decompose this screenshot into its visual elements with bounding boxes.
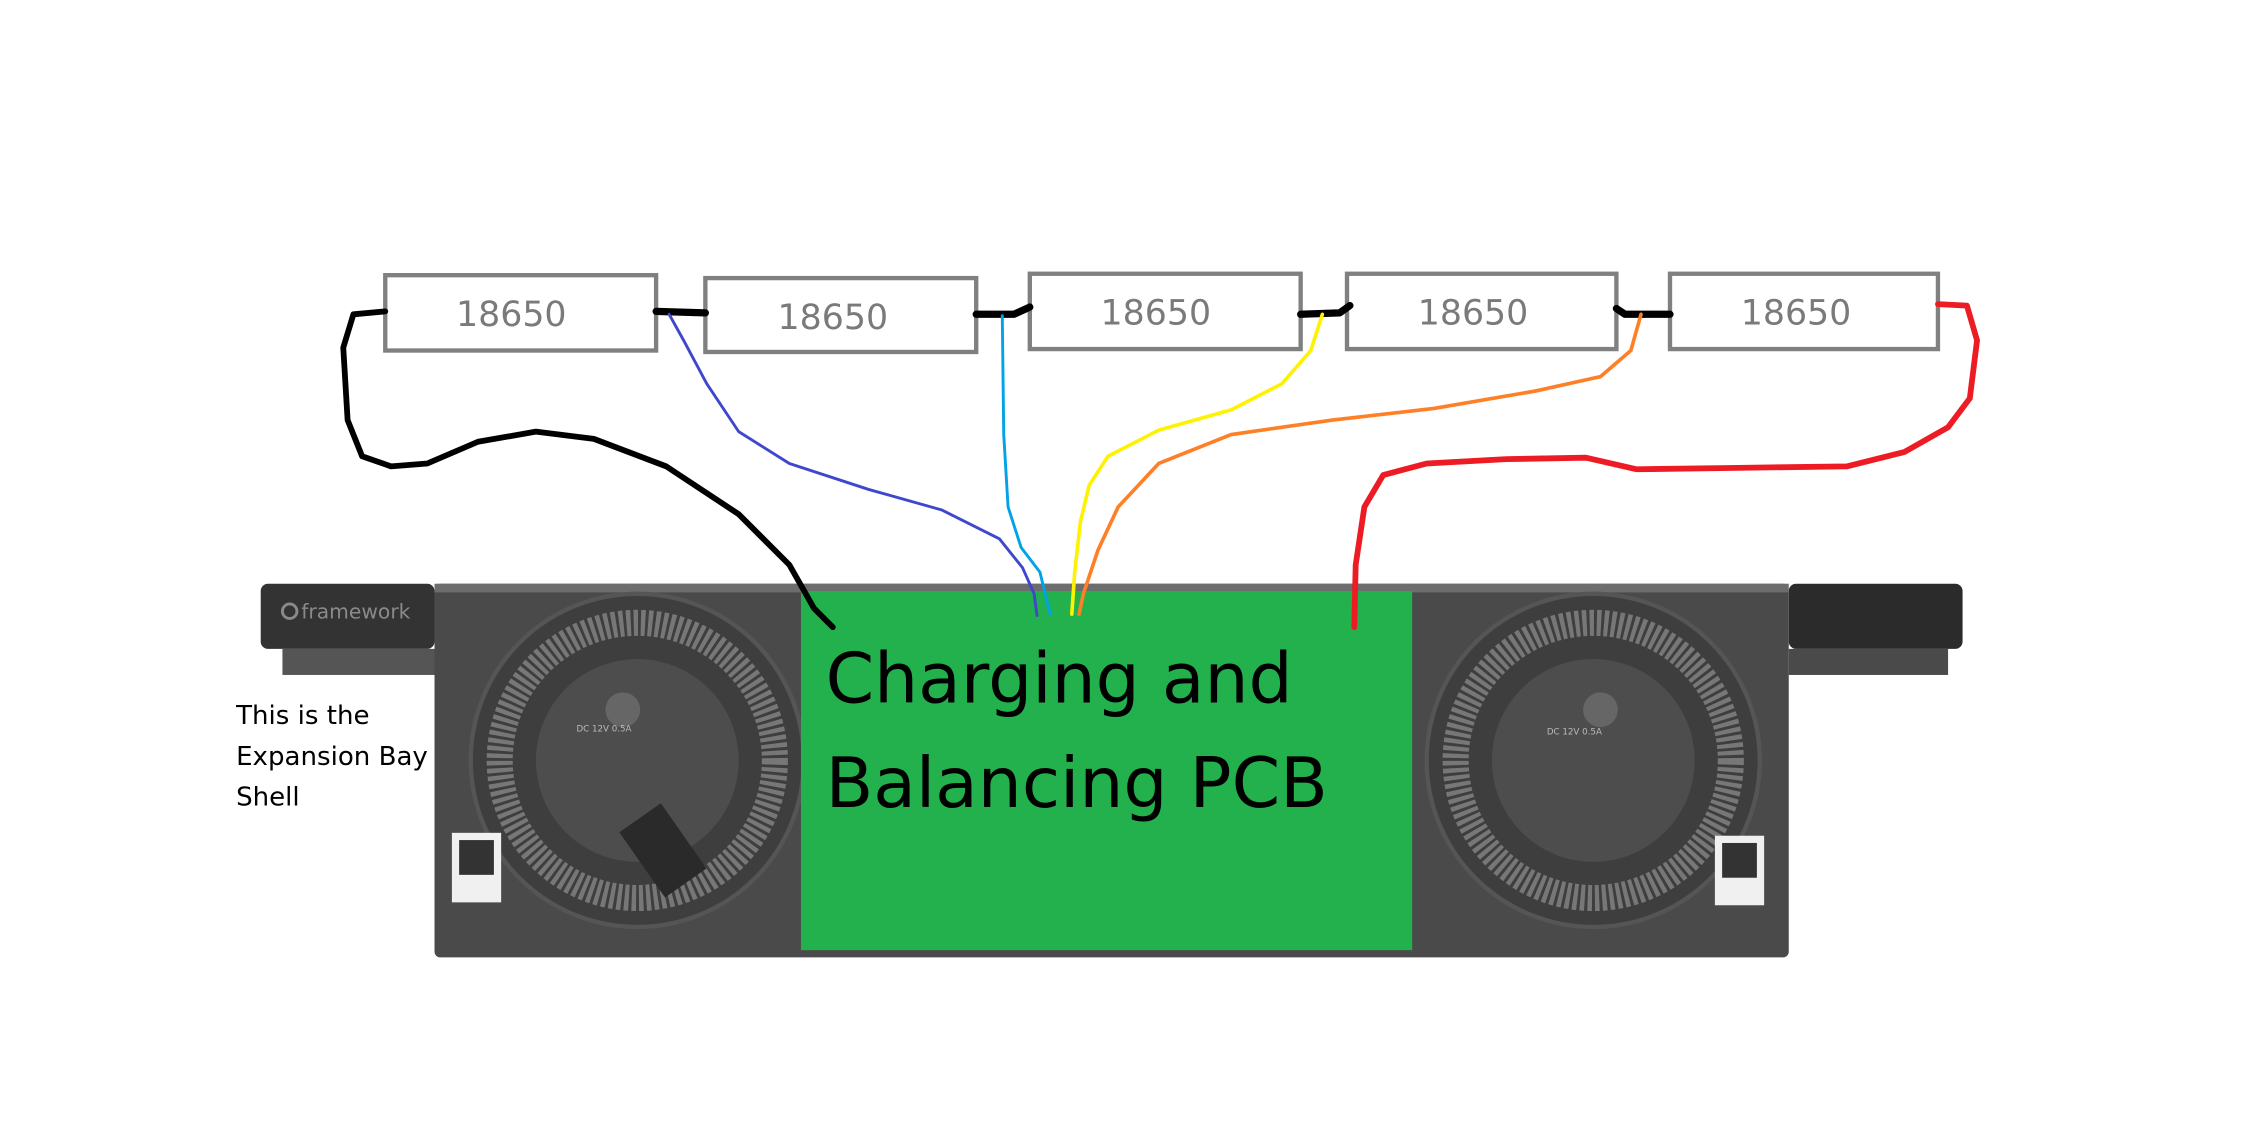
cell-label: 18650 — [778, 298, 889, 338]
left-fan: DC 12V 0.5A — [468, 591, 807, 930]
wire-blue — [667, 312, 1039, 618]
note-line1: This is the — [235, 701, 369, 731]
wire-orange — [1077, 312, 1643, 616]
note-line2: Expansion Bay — [236, 742, 428, 772]
left-rail — [282, 648, 442, 675]
battery-cell: 18650 — [703, 275, 979, 355]
battery-cell: 18650 — [1667, 271, 1941, 352]
wire-black — [340, 308, 836, 631]
cell-label: 18650 — [1101, 293, 1212, 333]
qr-pattern — [459, 840, 494, 875]
battery-cell: 18650 — [1344, 271, 1619, 352]
expansion-bay-shell: DC 12V 0.5A DC 12V 0.5A framework — [260, 583, 1963, 958]
fan-brand-icon — [605, 692, 641, 728]
shell-top-edge — [434, 583, 1789, 593]
cell-label: 18650 — [1741, 293, 1852, 333]
framework-logo: framework — [301, 599, 410, 623]
wire-red — [1351, 301, 1980, 631]
note-line3: Shell — [236, 782, 300, 812]
cell-label: 18650 — [456, 295, 567, 335]
pcb-label-line2: Balancing PCB — [826, 743, 1328, 824]
battery-cell: 18650 — [1027, 271, 1303, 352]
fan-brand-icon — [1583, 692, 1618, 728]
charging-balancing-pcb — [800, 590, 1413, 951]
fan-label: DC 12V 0.5A — [576, 724, 631, 734]
qr-pattern — [1722, 842, 1757, 878]
right-fan: DC 12V 0.5A — [1424, 591, 1762, 930]
left-end-cap — [260, 583, 435, 649]
right-end-cap — [1788, 583, 1963, 649]
battery-cell: 18650 — [383, 273, 659, 353]
cell-label: 18650 — [1418, 293, 1529, 333]
wire-cyan — [1000, 314, 1052, 616]
fan-label: DC 12V 0.5A — [1547, 727, 1602, 737]
series-links — [652, 301, 1674, 318]
pcb-label-line1: Charging and — [826, 638, 1293, 719]
wire-yellow — [1069, 312, 1325, 616]
framework-logo-icon — [280, 602, 299, 620]
right-rail — [1788, 648, 1949, 675]
